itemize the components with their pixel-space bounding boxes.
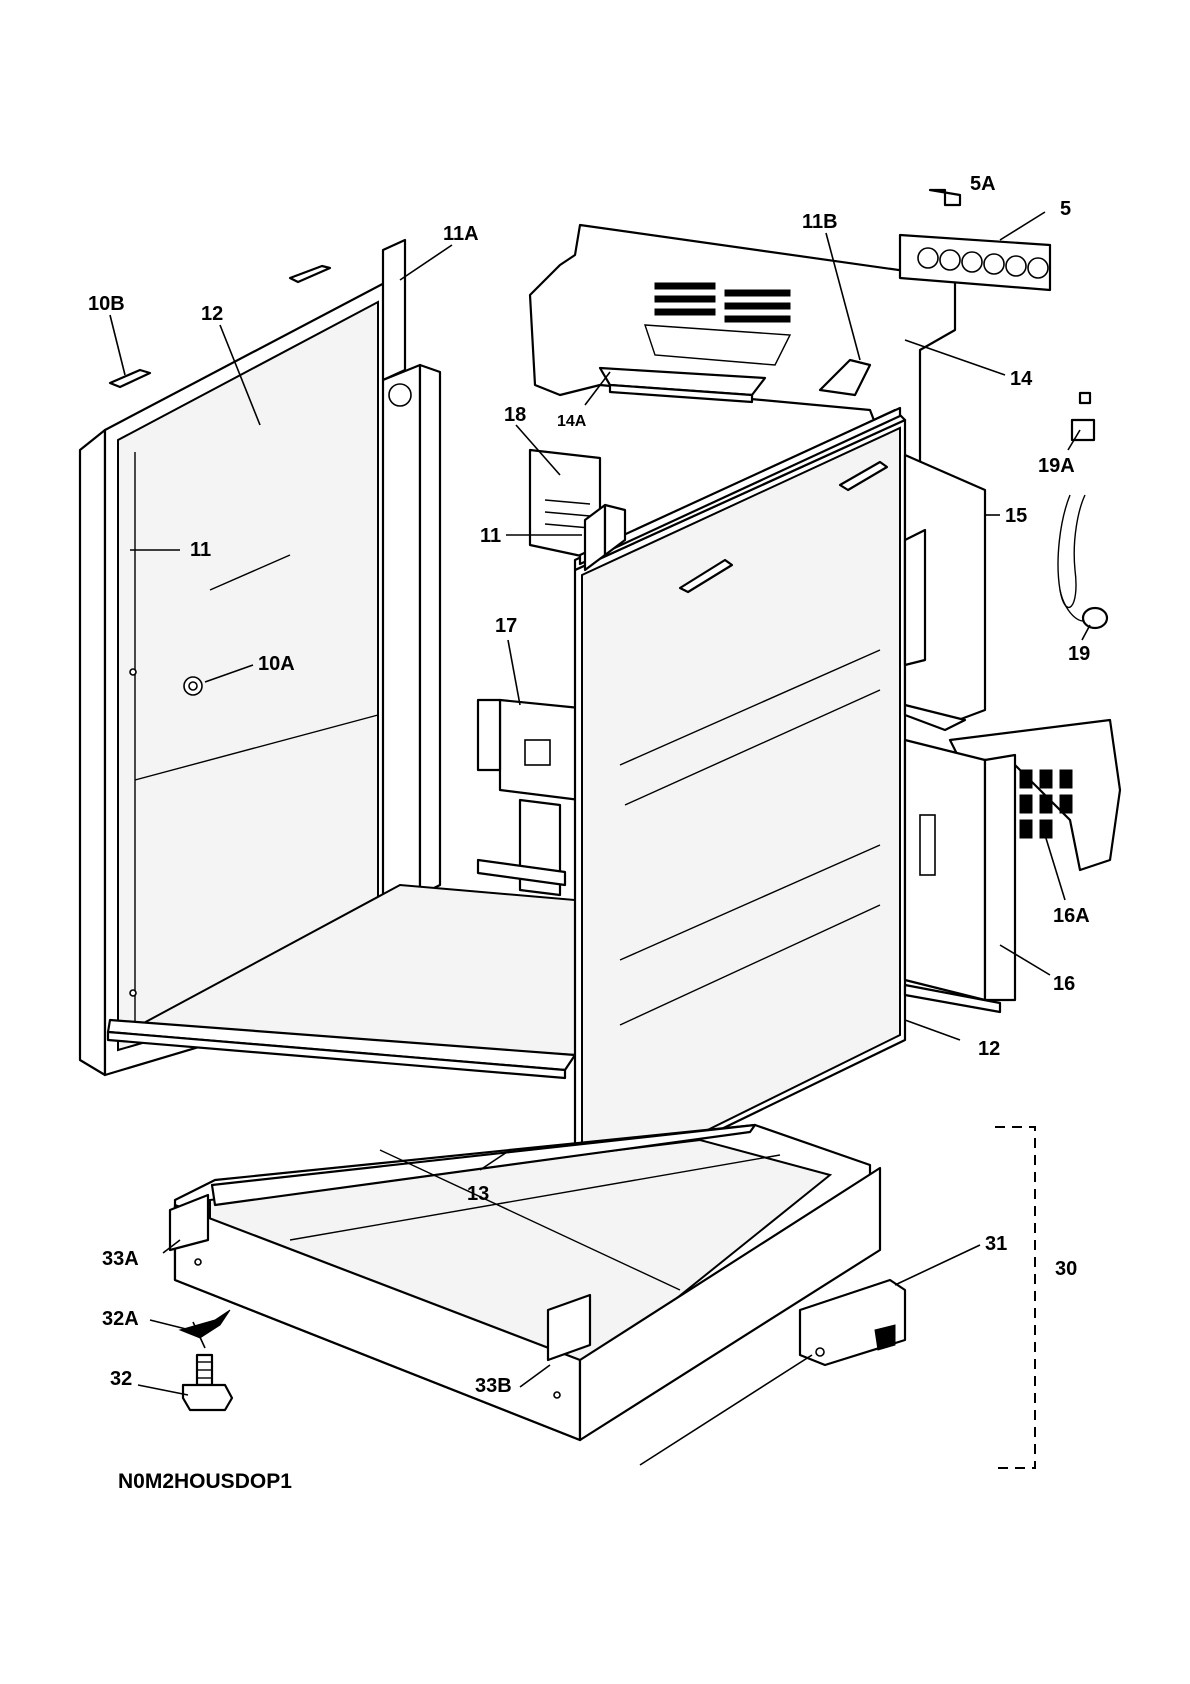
label-19A: 19A <box>1038 455 1075 477</box>
label-12-right: 12 <box>978 1038 1000 1060</box>
label-10B: 10B <box>88 293 125 315</box>
left-side-panel <box>78 278 392 1077</box>
rear-panel-14 <box>528 223 957 477</box>
front-strip-11 <box>583 503 627 572</box>
label-13: 13 <box>467 1183 489 1205</box>
label-16: 16 <box>1053 973 1075 995</box>
side-panel-16 <box>903 738 1017 1014</box>
label-10A: 10A <box>258 653 295 675</box>
group-30-bracket <box>995 1126 1036 1469</box>
label-32: 32 <box>110 1368 132 1390</box>
label-17: 17 <box>495 615 517 637</box>
label-18: 18 <box>504 404 526 426</box>
label-32A: 32A <box>102 1308 139 1330</box>
side-bracket-15 <box>903 453 987 732</box>
label-11A: 11A <box>443 223 479 245</box>
label-31: 31 <box>985 1233 1007 1255</box>
adjustable-foot-32 <box>178 1309 234 1412</box>
label-5A: 5A <box>970 173 996 195</box>
label-5: 5 <box>1060 198 1071 220</box>
base-frame-30 <box>168 1123 882 1442</box>
label-14: 14 <box>1010 368 1033 390</box>
rear-upright-11A <box>381 238 442 907</box>
label-33A: 33A <box>102 1248 139 1270</box>
label-14A: 14A <box>557 413 587 430</box>
right-side-panel <box>573 406 907 1202</box>
label-11B: 11B <box>802 211 838 233</box>
center-brackets <box>476 448 602 897</box>
vented-guard-16A <box>948 718 1122 872</box>
label-33B: 33B <box>475 1375 512 1397</box>
label-19: 19 <box>1068 643 1090 665</box>
clip-10B <box>108 264 332 389</box>
label-16A: 16A <box>1053 905 1090 927</box>
label-12-left: 12 <box>201 303 223 325</box>
leader-lines <box>109 211 1091 1396</box>
diagram-code: N0M2HOUSDOP1 <box>118 1470 292 1493</box>
label-15: 15 <box>1005 505 1027 527</box>
label-30: 30 <box>1055 1258 1077 1280</box>
part-labels: 5A 5 11A 11B 10B 12 14 14A 18 19A 11 11 … <box>88 173 1090 1397</box>
label-11-center: 11 <box>480 525 501 547</box>
label-11-left: 11 <box>190 539 211 561</box>
cable-19 <box>1057 391 1109 630</box>
terminal-block-5 <box>898 188 1052 292</box>
switch-31 <box>639 1278 907 1466</box>
